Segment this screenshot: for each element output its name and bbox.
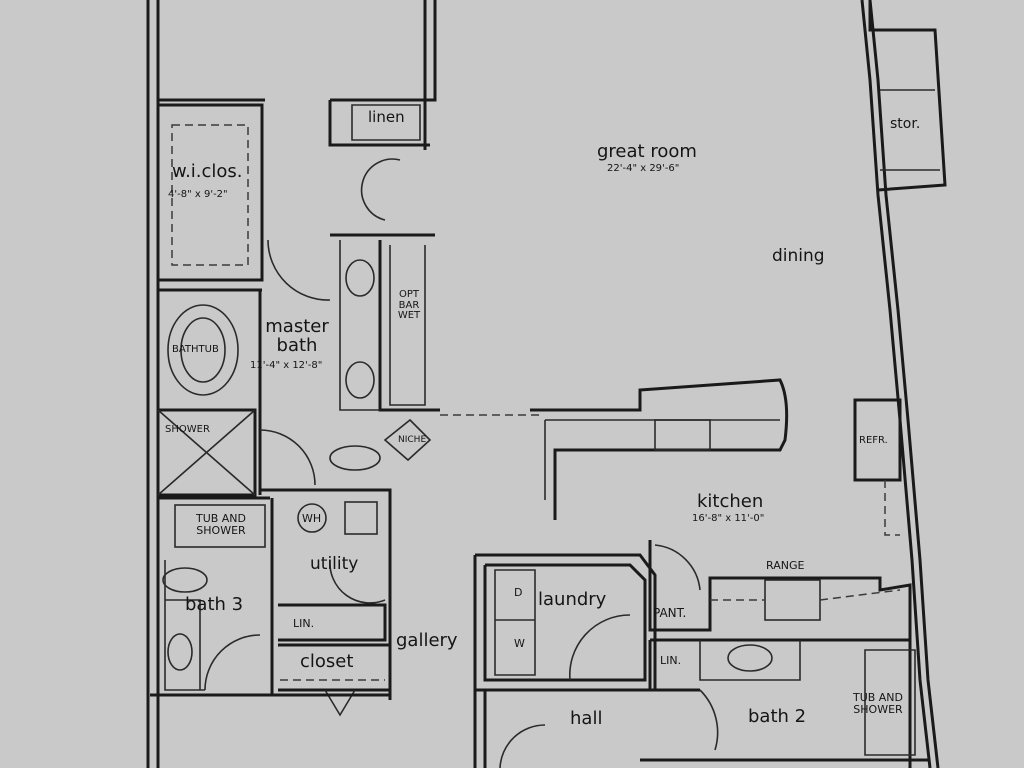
bath2-linen-label: LIN. <box>660 654 682 667</box>
walk-in-closet-label: w.i.clos. <box>172 161 243 182</box>
great-room-label: great room <box>597 141 697 162</box>
wet-bar-label: OPT BAR WET <box>397 289 421 321</box>
shower-label: SHOWER <box>165 424 210 435</box>
kitchen-dims: 16'-8" x 11'-0" <box>692 513 765 524</box>
bath2-label: bath 2 <box>748 706 807 727</box>
linen-label: linen <box>368 108 405 126</box>
laundry-label: laundry <box>538 589 607 610</box>
hall-label: hall <box>570 708 603 729</box>
master-bath-dims: 11'-4" x 12'-8" <box>250 360 323 371</box>
bath3-label: bath 3 <box>185 594 244 615</box>
gallery-label: gallery <box>396 630 458 651</box>
lower-walls <box>473 540 930 768</box>
dining-label: dining <box>772 246 825 266</box>
utility-label: utility <box>310 554 359 574</box>
range-label: RANGE <box>766 559 805 572</box>
walk-in-closet-dims: 4'-8" x 9'-2" <box>168 189 228 200</box>
utility-linen-label: LIN. <box>293 617 315 630</box>
bathtub-label: BATHTUB <box>172 344 219 355</box>
water-heater-label: WH <box>302 512 322 525</box>
bath2-tub-label: TUB AND SHOWER <box>852 691 904 716</box>
pantry-label: PANT. <box>653 606 687 620</box>
dryer-label: D <box>514 586 523 599</box>
bedroom-walls <box>150 0 440 717</box>
exterior-walls <box>146 0 947 768</box>
bath3-tub-label: TUB AND SHOWER <box>195 512 247 537</box>
kitchen-label: kitchen <box>697 491 764 512</box>
refrigerator-label: REFR. <box>859 435 888 446</box>
kitchen-island <box>440 378 902 536</box>
master-bath-label: master bath <box>265 316 329 356</box>
washer-label: W <box>514 637 525 650</box>
great-room-dims: 22'-4" x 29'-6" <box>607 163 680 174</box>
closet-label: closet <box>300 651 354 672</box>
storage-label: stor. <box>890 116 921 132</box>
niche-label: NICHE <box>398 435 427 445</box>
